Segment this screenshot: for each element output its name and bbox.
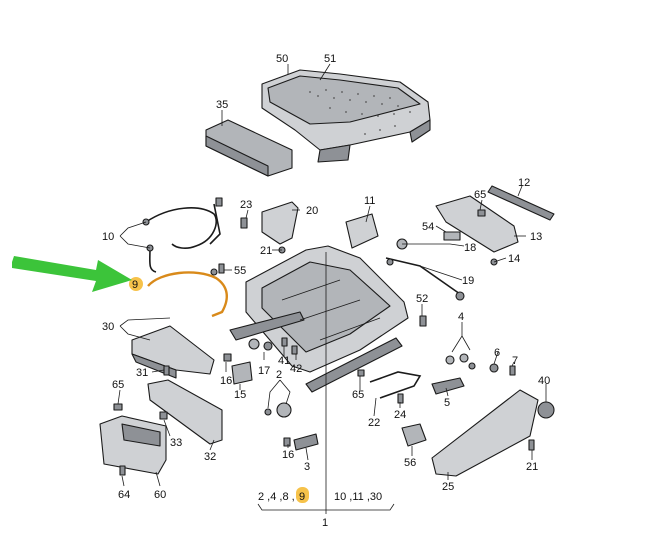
callout-60: 60 (154, 489, 166, 501)
rail-12 (487, 185, 555, 221)
screw-23 (240, 217, 248, 229)
clip-65-mid (357, 369, 365, 377)
bracket-22 (369, 371, 422, 399)
callout-4: 4 (458, 311, 464, 323)
callout-51: 51 (324, 53, 336, 65)
frame-rail-13 (435, 195, 519, 253)
screw-7 (509, 365, 516, 376)
callout-32: 32 (204, 451, 216, 463)
connector-17 (248, 338, 273, 351)
callout-25: 25 (442, 481, 454, 493)
screw-64 (119, 465, 126, 476)
motor-56 (401, 423, 427, 447)
callout-19: 19 (462, 275, 474, 287)
callout-21: 21 (260, 245, 272, 257)
callout-33: 33 (170, 437, 182, 449)
callout-7: 7 (512, 355, 518, 367)
callout-10: 10 (102, 231, 114, 243)
screw-24 (397, 393, 404, 404)
callout-18: 18 (464, 242, 476, 254)
callout-11: 11 (364, 195, 375, 207)
green-pointer-arrow (12, 256, 132, 292)
clip-65-left (113, 403, 123, 411)
callout-1: 1 (322, 517, 328, 529)
callout-31: 31 (136, 367, 148, 379)
callout-9: 9 (132, 279, 138, 291)
callout-17: 17 (258, 365, 270, 377)
trim-32 (147, 379, 223, 445)
clip-33 (159, 411, 168, 420)
screw-31 (163, 365, 170, 376)
wire-9-highlighted (147, 268, 228, 318)
button-3 (293, 433, 319, 451)
clip-16-upper (223, 353, 232, 362)
callout-65-mid: 65 (352, 389, 364, 401)
bottom-group-left: 2 ,4 ,8 , (258, 491, 295, 503)
callout-65-top: 65 (474, 189, 486, 201)
callout-6: 6 (494, 347, 500, 359)
switch-group-4 (445, 353, 476, 370)
block-15 (231, 361, 253, 385)
screw-21-bottom (528, 439, 535, 451)
callout-64: 64 (118, 489, 130, 501)
callout-56: 56 (404, 457, 416, 469)
callout-24: 24 (394, 409, 406, 421)
switch-6 (489, 363, 499, 373)
callout-14: 14 (508, 253, 520, 265)
switch-2 (264, 402, 292, 418)
screw-52 (419, 315, 427, 327)
callout-13: 13 (530, 231, 542, 243)
callout-42: 42 (290, 363, 302, 375)
callout-15: 15 (234, 389, 246, 401)
callout-65-left: 65 (112, 379, 124, 391)
seat-cushion-35 (205, 119, 293, 177)
callout-labels: 50 51 35 23 20 10 21 55 9 11 65 12 54 18… (102, 53, 550, 529)
callout-21-bottom: 21 (526, 461, 538, 473)
callout-30: 30 (102, 321, 114, 333)
callout-40: 40 (538, 375, 550, 387)
bottom-group-highlight: 9 (299, 491, 305, 503)
leader-lines (117, 63, 547, 514)
cushion-perforation (309, 89, 411, 135)
seat-frame (229, 245, 409, 393)
screw-42 (291, 345, 298, 355)
spring-54 (443, 231, 461, 241)
callout-50: 50 (276, 53, 288, 65)
side-cover-25 (431, 389, 539, 477)
callout-3: 3 (304, 461, 310, 473)
callout-20: 20 (306, 205, 318, 217)
motor-11 (345, 213, 379, 249)
callout-52: 52 (416, 293, 428, 305)
bracket-20 (261, 201, 299, 245)
callout-2: 2 (276, 369, 282, 381)
screw-55 (218, 263, 225, 274)
callout-22: 22 (368, 417, 380, 429)
callout-23: 23 (240, 199, 252, 211)
callout-12: 12 (518, 177, 530, 189)
callout-16-lower: 16 (282, 449, 294, 461)
callout-5: 5 (444, 397, 450, 409)
callout-41: 41 (278, 355, 290, 367)
callout-54: 54 (422, 221, 434, 233)
part-5 (431, 377, 465, 395)
clip-65-top (477, 209, 486, 217)
knob-40 (537, 401, 555, 419)
wiring-harness-10 (142, 197, 223, 273)
callout-35: 35 (216, 99, 228, 111)
side-panel-60 (99, 415, 167, 475)
seat-cushion-51 (261, 69, 431, 163)
clip-41 (281, 337, 288, 347)
highlight-9-marker (129, 277, 143, 291)
bottom-group-right: 10 ,11 ,30 (334, 491, 382, 503)
clip-16-lower (283, 437, 291, 447)
highlight-9-bottom (296, 487, 309, 503)
callout-55: 55 (234, 265, 246, 277)
callout-16-upper: 16 (220, 375, 232, 387)
